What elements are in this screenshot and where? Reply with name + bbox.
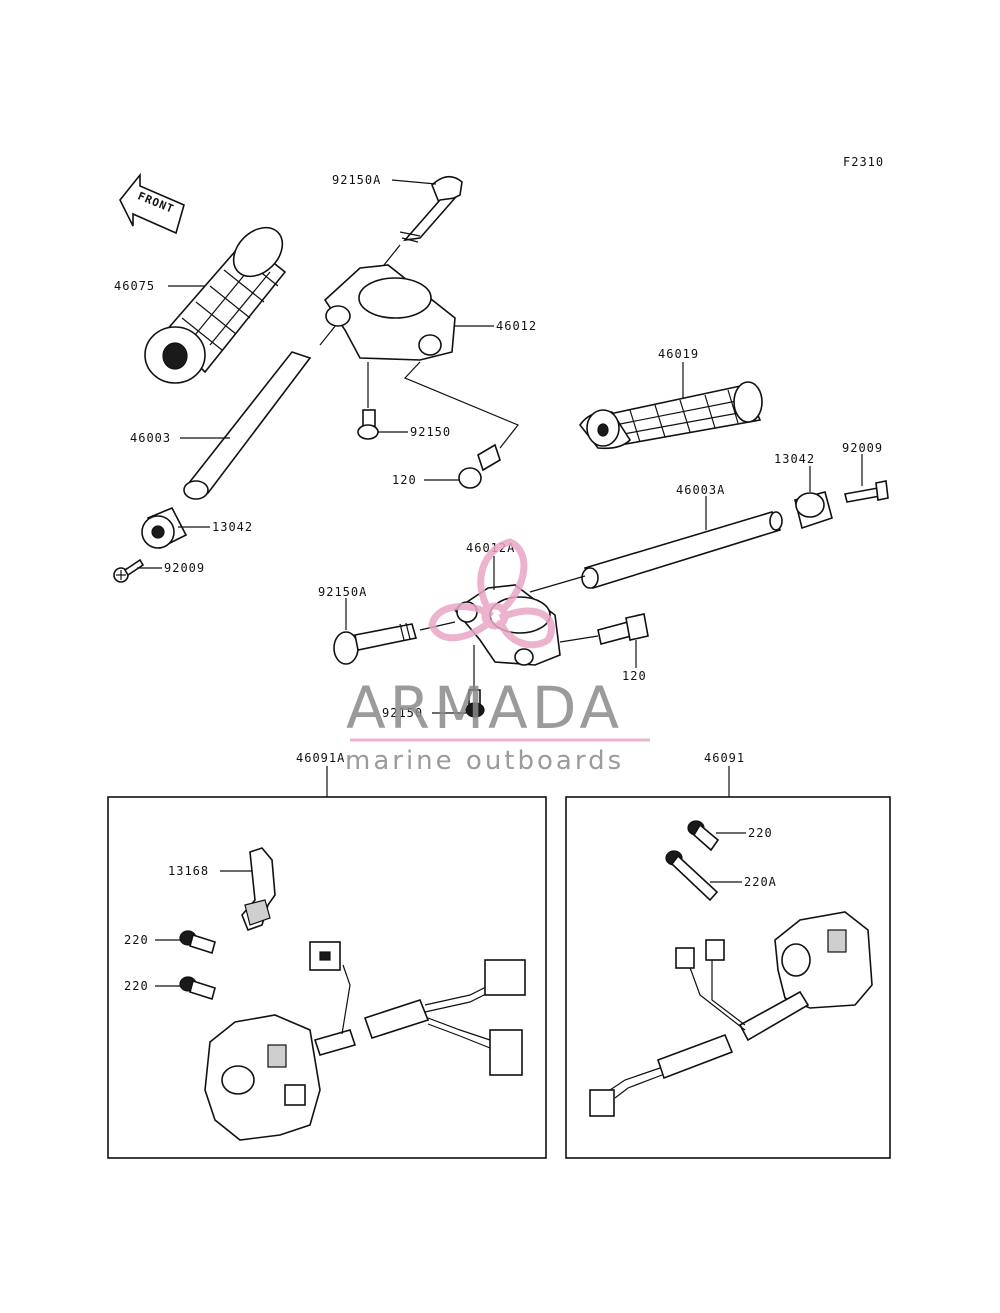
bolt-92150a-mid [333, 622, 418, 665]
part-46091a: 46091A [296, 751, 345, 765]
bolt-220-left-1 [179, 930, 216, 955]
bolt-120-mid [597, 613, 649, 645]
part-92150a-mid: 92150A [318, 585, 367, 599]
part-120-mid: 120 [622, 669, 647, 683]
part-220-right: 220 [748, 826, 773, 840]
watermark-subtitle: marine outboards [345, 746, 624, 776]
collar-13042-left [141, 506, 188, 550]
part-92150a-top: 92150A [332, 173, 381, 187]
part-13168: 13168 [168, 864, 209, 878]
left-switch-housing [204, 941, 526, 1141]
bolt-220-left-2 [179, 976, 216, 1001]
part-46012: 46012 [496, 319, 537, 333]
right-grip [579, 381, 763, 450]
bolt-220a-right [665, 850, 719, 902]
part-13042-left: 13042 [212, 520, 253, 534]
part-120-top: 120 [392, 473, 417, 487]
screw-92009-right [844, 480, 889, 503]
bolt-120-top [403, 361, 519, 489]
part-220-left-1: 220 [124, 933, 149, 947]
left-switch-box [107, 796, 547, 1159]
part-13042-right: 13042 [774, 452, 815, 466]
screw-92009-left [113, 558, 145, 583]
watermark: ARMADA marine outboards [345, 538, 650, 776]
right-switch-box [565, 796, 891, 1159]
part-46075: 46075 [114, 279, 155, 293]
front-arrow-icon: FRONT [119, 172, 185, 235]
part-92009-left: 92009 [164, 561, 205, 575]
part-46091: 46091 [704, 751, 745, 765]
part-220-left-2: 220 [124, 979, 149, 993]
part-46003: 46003 [130, 431, 171, 445]
bar-46003a [581, 511, 783, 589]
clamp-46012a [453, 584, 561, 666]
propeller-logo-icon [428, 538, 555, 649]
figure-code: F2310 [843, 155, 884, 169]
bolt-92150a-top [399, 175, 463, 243]
part-46019: 46019 [658, 347, 699, 361]
clamp-46012 [323, 264, 456, 361]
watermark-title: ARMADA [346, 674, 623, 742]
collar-13042-right [794, 491, 833, 530]
lever-13168 [241, 847, 276, 932]
right-switch-housing [589, 911, 873, 1117]
part-92150-mid: 92150 [382, 706, 423, 720]
part-46003a: 46003A [676, 483, 725, 497]
part-92009-right: 92009 [842, 441, 883, 455]
bar-46003 [183, 351, 312, 500]
bolt-92150-top [357, 362, 379, 440]
left-grip [144, 226, 287, 384]
bolt-92150-mid [465, 645, 485, 718]
part-92150-top: 92150 [410, 425, 451, 439]
bolt-220-right [687, 820, 720, 852]
part-220a: 220A [744, 875, 777, 889]
